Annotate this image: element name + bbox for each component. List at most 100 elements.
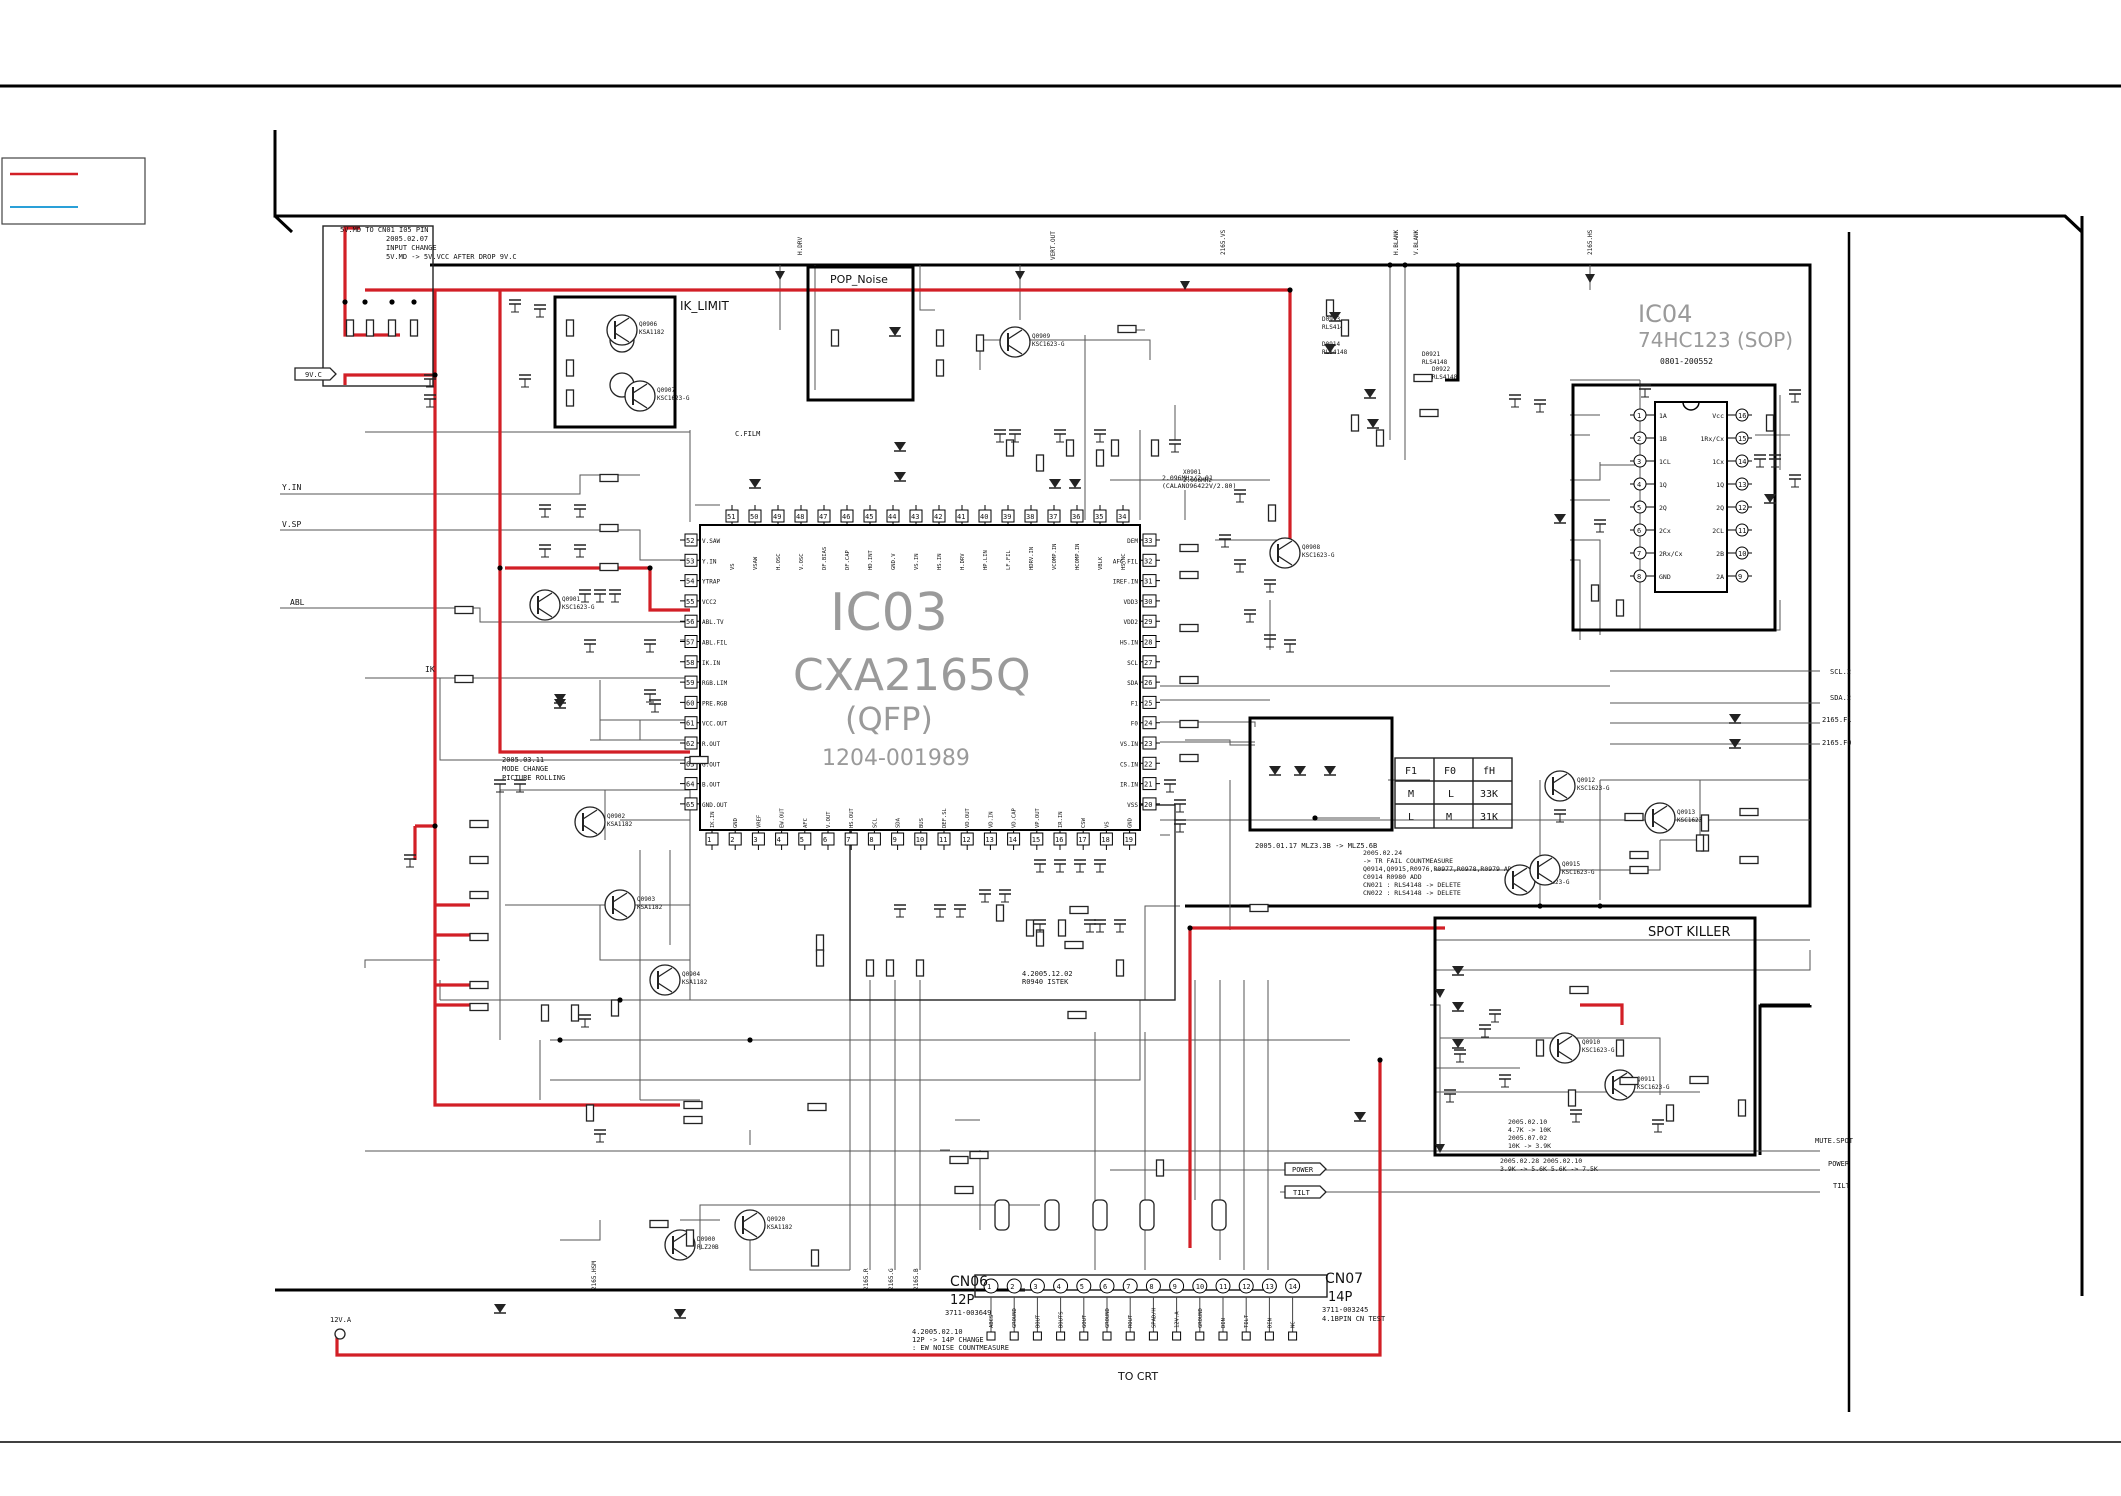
part-value: RLS4148 [1422,359,1448,366]
ic03-pin-label: EW.OUT [780,807,786,828]
ic03-pin-number: 40 [980,513,988,521]
connector-pin [1006,1278,1022,1294]
resistor-symbol [1064,940,1084,950]
ic03-pin-label: F0 [1131,721,1139,728]
resistor-symbol [1065,439,1075,457]
ic03-pin-label: GND.V [891,553,897,570]
connector-pin-end [1241,1331,1251,1341]
ic03-pin-box [1142,736,1157,750]
ic03-pin-box [1093,509,1107,523]
ic03-pin-box [1024,509,1038,523]
ic03-pin-box [1142,756,1157,770]
bottom-signal-g: 2165.G [888,1268,895,1290]
ic04-pin-label: 1Cx [1712,458,1724,466]
spot-note-3: 2005.07.02 [1508,1134,1547,1142]
transistor-collector [1537,857,1553,868]
scl-signal: SCL.2 [1830,668,1851,676]
connector-pin [1145,1278,1161,1294]
connector-pin-number: 9 [1173,1283,1177,1291]
ic03-pin-number: 26 [1144,679,1152,687]
resistor-symbol [469,819,489,829]
ic04-pin-label: 2CL [1712,527,1724,535]
ic03-pin-box [684,655,698,669]
resistor-symbol [807,1102,827,1112]
spot-note-5: 2005.02.28 2005.02.10 [1500,1157,1582,1165]
resistor-symbol [1249,903,1269,913]
part-ref: D0921 [1422,351,1440,358]
ic03-pin-box [937,832,951,846]
ic03-pin-box [1142,797,1157,811]
connector-pin [1285,1278,1301,1294]
resistor-symbol [969,1150,989,1160]
connector-pin-number: 14 [1289,1283,1297,1291]
top-signal-h-drv: H.DRV [797,237,804,255]
part-value: KSA1182 [639,329,665,336]
resistor-symbol [565,359,575,377]
resistor-symbol [1737,1099,1747,1117]
resistor-symbol [1739,855,1759,865]
ic03-pin-box [891,832,905,846]
resistor-symbol [1350,414,1360,432]
junction-dot [1387,262,1393,268]
ic03-pin-number: 50 [750,513,758,521]
input-tag: 5V.MD TO CN01 I05 PIN [340,226,429,234]
resistor-symbol [1619,1076,1639,1086]
ic04-pin-label: 1Q [1659,481,1667,489]
resistor-symbol [387,319,397,337]
junction-dot [411,299,417,305]
connector-pin-number: 5 [1080,1283,1084,1291]
connector-pin-end [1125,1331,1135,1341]
transistor-collector [537,592,553,603]
ic03-pin-box [1142,553,1157,567]
ic04-pin-circle [1735,454,1749,468]
part-value: KSC1623-G [1032,341,1065,348]
connector-pin [1169,1278,1185,1294]
ic04-pin-number: 10 [1738,550,1746,558]
ic03-pin-label: RGB.LIM [702,680,728,687]
arrow-marker [1435,989,1445,998]
c-film-note: C.FILM [735,430,760,438]
table-cell: M [1408,789,1414,800]
part-ref: Q0915 [1562,861,1580,868]
transistor-emitter [582,824,598,835]
ic03-pin-box [728,832,742,846]
ic03-pin-number: 14 [1009,836,1017,844]
frequency-table: F1 F0 fH M L 33K L M 31K [1394,757,1513,829]
ic03-pin-box [844,832,858,846]
ic03-pin-box [1070,509,1084,523]
ic03-package: (QFP) [845,700,933,738]
connector-pin-label: ROUT [1128,1314,1134,1328]
connector-pin [1192,1278,1208,1294]
ic03-pin-number: 35 [1095,513,1103,521]
ic03-pin-number: 15 [1032,836,1040,844]
ic03-pin-label: VD.IN [988,811,994,828]
ic03-pin-box [821,832,835,846]
ic03-pin-box [1142,533,1157,547]
12va-terminal [334,1328,346,1340]
part-ref: Q0907 [657,387,675,394]
junction-dot [1377,1057,1383,1063]
part-ref: Q0920 [767,1216,785,1223]
resistor-symbol [1629,850,1649,860]
cn06-pins: 12P [950,1293,975,1308]
connector-pin-label: ABCS [989,1315,995,1328]
ic03-pin-label: VD.CAP [1012,807,1018,828]
ic03-pin-box [1142,594,1157,608]
connector-pin-end [1264,1331,1274,1341]
ic03-pin-number: 4 [777,836,781,844]
resistor-symbol [1375,429,1385,447]
connector-pin [1076,1278,1092,1294]
resistor-symbol [935,329,945,347]
junction-dot [557,1037,563,1043]
resistor-symbol [685,1229,695,1247]
connector-pin-end [1148,1331,1158,1341]
bottom-signal-r: 2165.R [863,1268,870,1290]
transistor-collector [632,383,648,394]
diode-symbol [1329,312,1341,321]
table-header-fh: fH [1483,766,1495,777]
part-value: KSC1623-G [1677,817,1710,824]
resistor-symbol [815,949,825,967]
diode-symbol [1729,739,1741,748]
